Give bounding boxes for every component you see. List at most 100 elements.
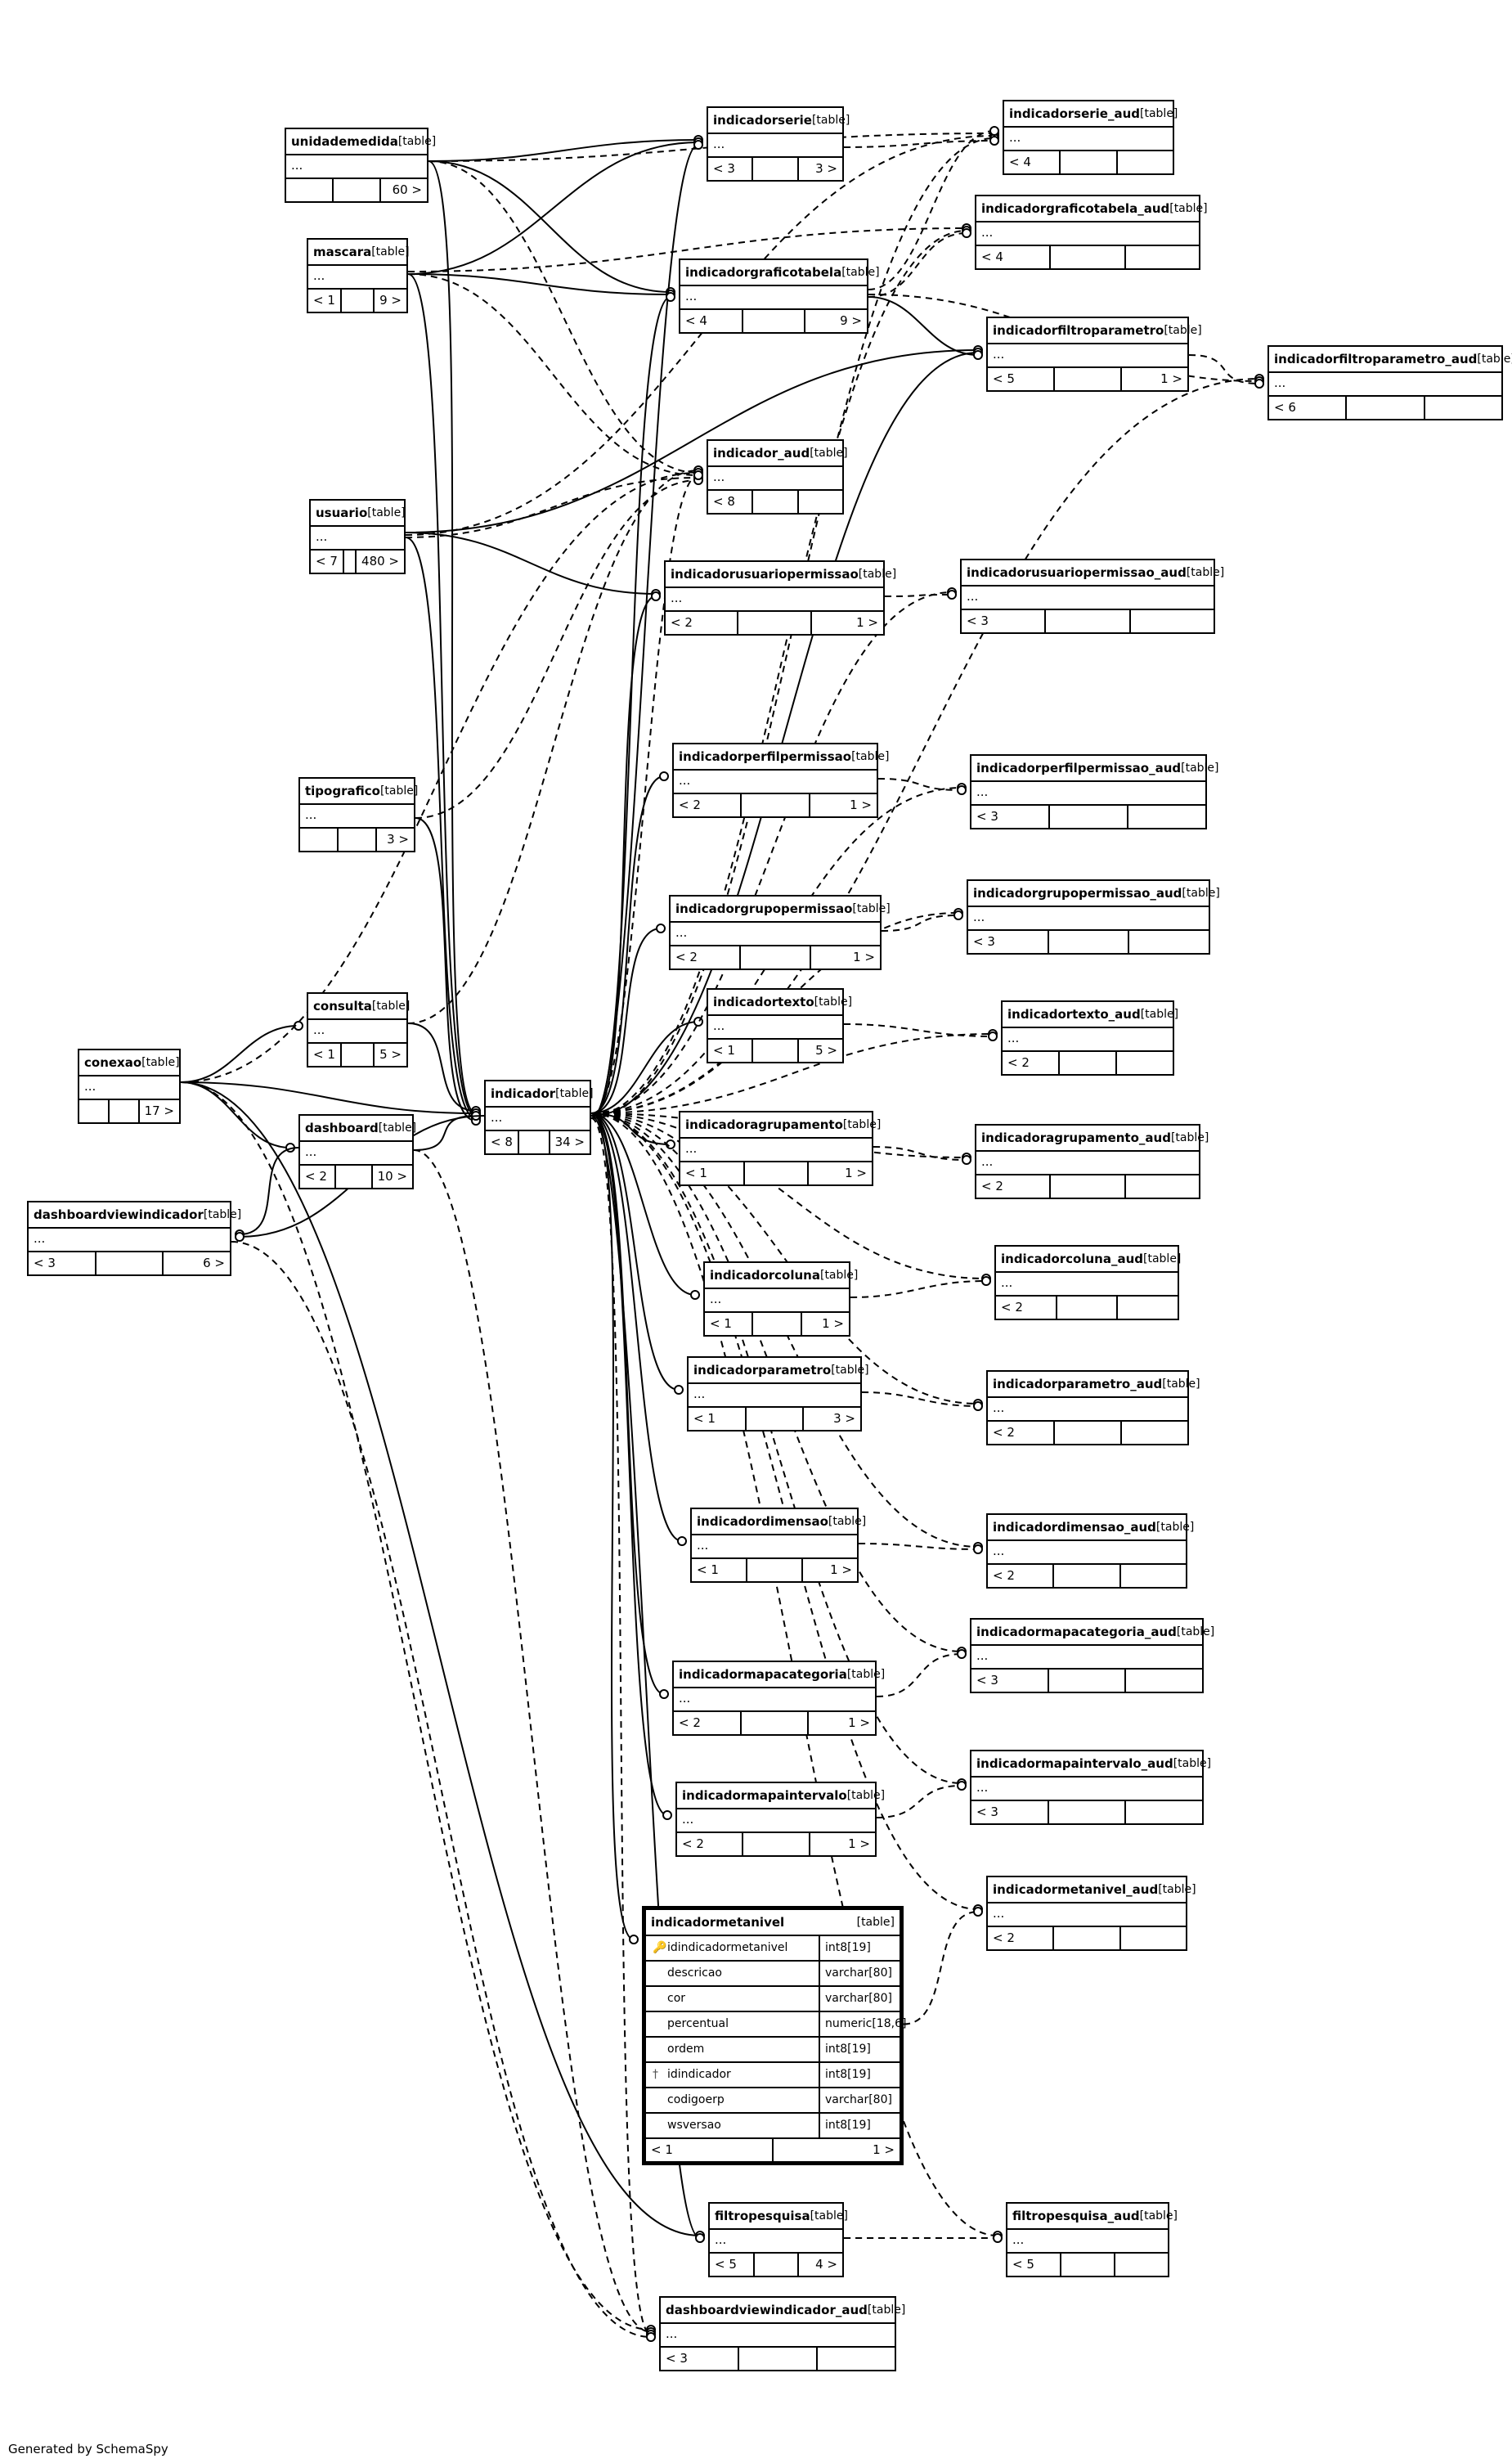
child-count[interactable] — [1425, 397, 1501, 419]
table-indicador_aud[interactable]: indicador_aud[table]...< 8 — [707, 439, 848, 515]
child-count[interactable]: 17 > — [144, 1103, 174, 1118]
parent-count[interactable]: < 1 — [705, 1313, 754, 1335]
child-count[interactable]: 3 > — [833, 1411, 856, 1426]
child-count[interactable]: 9 > — [379, 293, 402, 308]
child-count[interactable] — [1126, 1670, 1202, 1692]
table-indicadorperfilpermissao_aud[interactable]: indicadorperfilpermissao_aud[table]...< … — [970, 754, 1219, 829]
parent-count[interactable]: < 1 — [308, 290, 342, 312]
table-indicadorserie_aud[interactable]: indicadorserie_aud[table]...< 4 — [1003, 100, 1178, 175]
table-filtropesquisa_aud[interactable]: filtropesquisa_aud[table]...< 5 — [1006, 2202, 1178, 2277]
child-count[interactable]: 3 > — [815, 161, 837, 176]
child-count[interactable]: 1 > — [845, 1166, 868, 1180]
parent-count[interactable]: < 2 — [988, 1565, 1055, 1587]
child-count[interactable] — [1118, 151, 1173, 173]
child-count[interactable] — [1128, 806, 1205, 828]
child-count[interactable]: 6 > — [203, 1256, 226, 1270]
child-count[interactable]: 1 > — [822, 1316, 844, 1331]
parent-count[interactable]: < 3 — [971, 806, 1050, 828]
child-count[interactable] — [1126, 246, 1199, 268]
table-tipografico[interactable]: tipografico[table]...3 > — [298, 777, 418, 852]
parent-count[interactable]: < 3 — [971, 1801, 1049, 1823]
child-count[interactable]: 5 > — [379, 1047, 402, 1062]
child-count[interactable]: 60 > — [392, 182, 422, 197]
parent-count[interactable]: < 4 — [1004, 151, 1061, 173]
child-count[interactable]: 480 > — [361, 554, 399, 569]
table-indicadordimensao_aud[interactable]: indicadordimensao_aud[table]...< 2 — [986, 1513, 1194, 1589]
child-count[interactable]: 5 > — [815, 1043, 837, 1058]
child-count[interactable]: 34 > — [554, 1135, 585, 1149]
parent-count[interactable]: < 3 — [661, 2348, 739, 2370]
parent-count[interactable]: < 1 — [689, 1408, 747, 1430]
parent-count[interactable] — [300, 829, 339, 851]
child-count[interactable]: 4 > — [815, 2257, 838, 2272]
parent-count[interactable]: < 1 — [308, 1044, 342, 1066]
table-indicadorusuariopermissao_aud[interactable]: indicadorusuariopermissao_aud[table]...<… — [960, 559, 1224, 634]
table-unidademedida[interactable]: unidademedida[table]...60 > — [285, 128, 436, 203]
parent-count[interactable]: < 2 — [988, 1927, 1055, 1949]
parent-count[interactable]: < 6 — [1269, 397, 1348, 419]
parent-count[interactable]: < 3 — [29, 1252, 96, 1274]
child-count[interactable] — [1117, 1052, 1173, 1074]
parent-count[interactable]: < 1 — [692, 1559, 747, 1581]
table-indicadormapaintervalo_aud[interactable]: indicadormapaintervalo_aud[table]...< 3 — [970, 1750, 1211, 1825]
child-count[interactable]: 1 > — [848, 1836, 870, 1851]
parent-count[interactable]: < 7 — [311, 551, 344, 573]
child-count[interactable] — [799, 491, 842, 513]
parent-count[interactable]: < 5 — [1007, 2254, 1061, 2276]
parent-count[interactable]: < 5 — [710, 2254, 755, 2276]
table-indicadoragrupamento_aud[interactable]: indicadoragrupamento_aud[table]...< 2 — [975, 1124, 1209, 1199]
parent-count[interactable]: < 3 — [971, 1670, 1049, 1692]
parent-count[interactable] — [286, 179, 334, 201]
child-count[interactable]: 3 > — [387, 832, 409, 847]
table-conexao[interactable]: conexao[table]...17 > — [78, 1049, 181, 1124]
parent-count[interactable]: < 5 — [988, 368, 1055, 390]
table-indicadorcoluna_aud[interactable]: indicadorcoluna_aud[table]...< 2 — [994, 1245, 1181, 1320]
parent-count[interactable]: < 8 — [708, 491, 754, 513]
table-indicadorgraficotabela_aud[interactable]: indicadorgraficotabela_aud[table]...< 4 — [975, 195, 1208, 270]
parent-count[interactable]: < 2 — [996, 1297, 1057, 1319]
table-indicadortexto_aud[interactable]: indicadortexto_aud[table]...< 2 — [1001, 1000, 1178, 1076]
parent-count[interactable]: < 2 — [988, 1422, 1055, 1444]
parent-count[interactable]: < 2 — [300, 1166, 337, 1188]
child-count[interactable] — [1118, 1297, 1178, 1319]
child-count[interactable] — [1126, 1175, 1199, 1198]
child-count[interactable] — [818, 2348, 895, 2370]
parent-count[interactable]: < 3 — [968, 931, 1049, 953]
table-indicadorfiltroparametro_aud[interactable]: indicadorfiltroparametro_aud[table]...< … — [1267, 345, 1512, 420]
parent-count[interactable]: < 2 — [976, 1175, 1052, 1198]
child-count[interactable]: 1 > — [850, 798, 872, 812]
table-indicadorgrupopermissao_aud[interactable]: indicadorgrupopermissao_aud[table]...< 3 — [967, 879, 1220, 955]
parent-count[interactable]: < 2 — [671, 946, 741, 969]
parent-count[interactable]: < 1 — [708, 1040, 754, 1062]
parent-count[interactable]: < 2 — [1003, 1052, 1060, 1074]
parent-count[interactable]: < 3 — [708, 158, 754, 180]
child-count[interactable] — [1126, 1801, 1202, 1823]
child-count[interactable] — [1131, 610, 1214, 632]
child-count[interactable]: 1 > — [853, 950, 875, 964]
child-count[interactable]: 1 > — [848, 1715, 871, 1730]
child-count[interactable]: 1 > — [830, 1562, 852, 1577]
parent-count[interactable]: < 4 — [976, 246, 1052, 268]
